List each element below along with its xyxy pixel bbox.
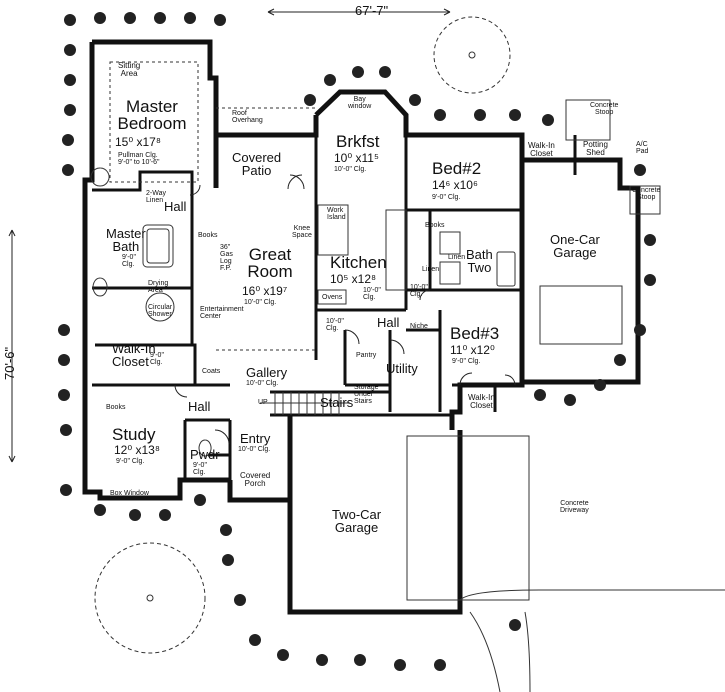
walk-in-closet-master-ceiling: 9'-0"Clg. xyxy=(150,352,164,366)
hall-upper-label: Hall xyxy=(164,199,187,214)
study-ceiling: 9'-0" Clg. xyxy=(116,458,145,465)
entry-ceiling: 10'-0" Clg. xyxy=(238,446,271,453)
books-bed2-label: Books xyxy=(425,222,445,229)
bed3-name: Bed#3 xyxy=(450,324,500,343)
gallery-ceiling: 10'-0" Clg. xyxy=(246,380,279,387)
powder-room-ceiling: 9'-0"Clg. xyxy=(193,462,207,476)
kitchen-ceiling: 10'-0"Clg. xyxy=(363,287,381,301)
breakfast-name: Brkfst xyxy=(336,132,380,151)
bed3-ceiling: 9'-0" Clg. xyxy=(452,358,481,365)
stairs-up-label: UP xyxy=(258,399,268,406)
pantry-label: Pantry xyxy=(356,352,377,359)
master-bedroom-size: 15⁰ x17⁸ xyxy=(115,135,161,149)
great-room-size: 16⁰ x19⁷ xyxy=(242,284,288,298)
entry-name: Entry xyxy=(240,431,271,446)
bed2-ceiling: 9'-0" Clg. xyxy=(432,194,461,201)
niche-label: Niche xyxy=(410,323,428,330)
master-bath-ceiling: 9'-0"Clg. xyxy=(122,254,136,268)
utility-label: Utility xyxy=(386,361,418,376)
gallery-name: Gallery xyxy=(246,365,288,380)
study-name: Study xyxy=(112,425,156,444)
trees xyxy=(94,16,511,654)
bath-two-ceiling: 10'-0"Clg. xyxy=(410,284,428,298)
hall-mid-label: Hall xyxy=(377,315,400,330)
depth-dimension: 70'-6" xyxy=(2,346,17,380)
width-dimension-line xyxy=(267,8,451,16)
powder-room-name: Pwdr xyxy=(190,447,220,462)
box-window-label: Box Window xyxy=(110,490,149,497)
stairs-label: Stairs xyxy=(320,395,354,410)
linen-bath2-label: Linen xyxy=(448,254,466,261)
interior-walls xyxy=(92,135,577,480)
bed2-name: Bed#2 xyxy=(432,159,482,178)
ovens-label: Ovens xyxy=(322,294,343,301)
coats-label: Coats xyxy=(202,368,221,375)
doors xyxy=(174,174,516,445)
study-size: 12⁰ x13⁸ xyxy=(114,443,160,457)
depth-dimension-line xyxy=(8,229,16,463)
bed3-size: 11⁰ x12⁰ xyxy=(450,343,495,357)
books-upper-label: Books xyxy=(198,232,218,239)
hall-ceiling-label: 10'-0"Clg. xyxy=(326,318,344,332)
fixtures xyxy=(90,61,725,692)
bed2-size: 14⁶ x10⁶ xyxy=(432,178,478,192)
great-room-ceiling: 10'-0" Clg. xyxy=(244,299,277,306)
kitchen-name: Kitchen xyxy=(330,253,387,272)
master-bedroom-ceiling: Pullman Clg.9'-0" to 10'-6" xyxy=(118,152,160,166)
kitchen-size: 10⁵ x12⁸ xyxy=(330,272,377,286)
breakfast-size: 10⁰ x11⁵ xyxy=(334,151,379,165)
width-dimension: 67'-7" xyxy=(355,3,389,18)
hall-lower-label: Hall xyxy=(188,399,211,414)
shrubs xyxy=(58,12,656,671)
books-study-label: Books xyxy=(106,404,126,411)
breakfast-ceiling: 10'-0" Clg. xyxy=(334,166,367,173)
linen-bath-label: Linen xyxy=(422,266,440,273)
